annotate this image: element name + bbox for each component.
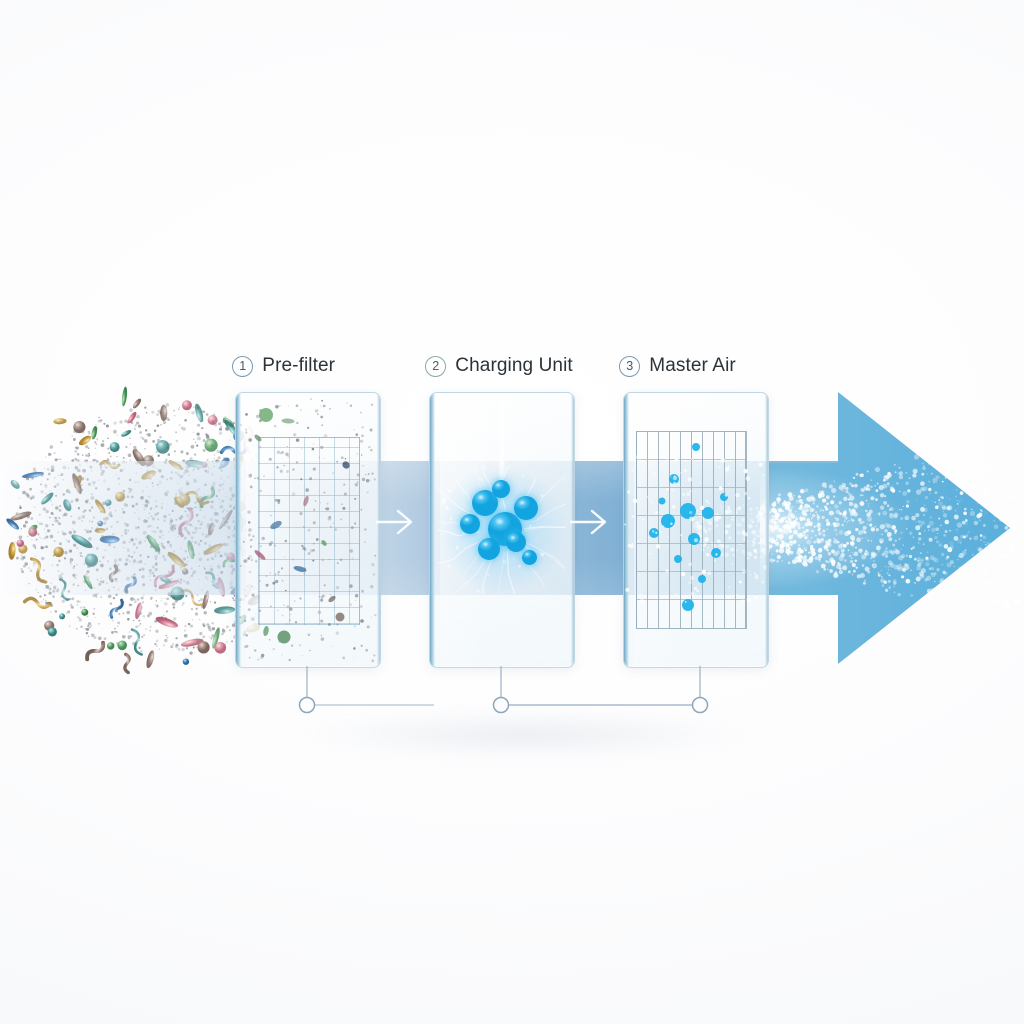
connector-node — [492, 696, 510, 714]
step-label-text: Master Air — [649, 355, 736, 376]
collector-rail — [636, 487, 746, 489]
step-label-master-air[interactable]: 3 Master Air — [619, 355, 736, 377]
connector-node — [298, 696, 316, 714]
stage-connectors — [298, 666, 709, 714]
collector-slat — [636, 431, 638, 629]
connector-node — [691, 696, 709, 714]
collector-rail — [636, 571, 746, 573]
collector-slat — [691, 431, 693, 629]
collector-slat — [647, 431, 649, 629]
step-label-text: Pre-filter — [262, 355, 336, 376]
collector-slat — [702, 431, 704, 629]
collector-slat — [746, 431, 748, 629]
collector-slat — [735, 431, 737, 629]
step-label-charging-unit[interactable]: 2 Charging Unit — [425, 355, 573, 377]
ion-cluster-icon — [430, 440, 574, 620]
step-number-badge: 2 — [425, 355, 447, 377]
step-number-badge: 1 — [232, 355, 254, 377]
step-label-text: Charging Unit — [455, 355, 573, 376]
step-label-pre-filter[interactable]: 1 Pre-filter — [232, 355, 335, 377]
step-number-badge: 3 — [619, 355, 641, 377]
collector-slat — [680, 431, 682, 629]
mesh-grid-icon — [258, 437, 360, 625]
collector-slat — [724, 431, 726, 629]
collector-slat — [713, 431, 715, 629]
collector-slat — [669, 431, 671, 629]
